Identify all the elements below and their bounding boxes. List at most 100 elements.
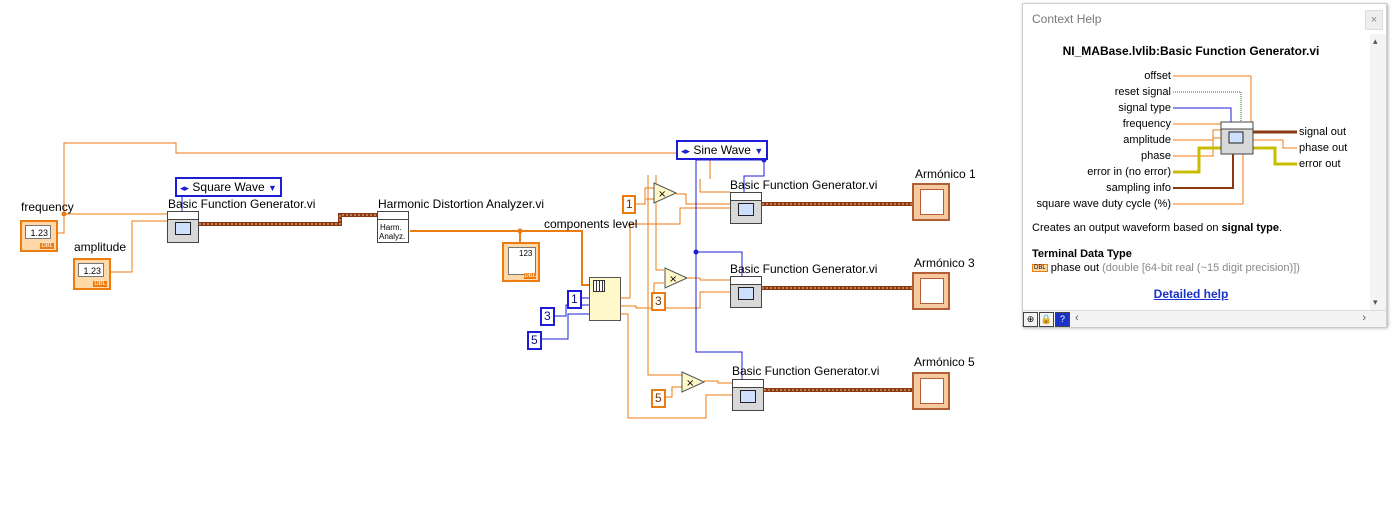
phase-out-type: DBL phase out (double [64-bit real (~15 … bbox=[1032, 262, 1300, 274]
wire-freq-mult5 bbox=[647, 175, 682, 376]
waveform-icon bbox=[740, 390, 756, 403]
index-const-5[interactable]: 5 bbox=[527, 331, 542, 350]
graph-icon bbox=[920, 278, 944, 304]
array-grid-icon bbox=[593, 280, 605, 292]
wire-freq-bfg2 bbox=[699, 179, 730, 193]
components-level-indicator[interactable]: 123 DBL bbox=[502, 242, 540, 282]
wire-bfg1-hda bbox=[199, 213, 378, 226]
graph-icon bbox=[920, 189, 944, 215]
wire-mult5-bfg4 bbox=[704, 380, 732, 384]
bfg3-node[interactable] bbox=[730, 276, 762, 308]
scroll-right-icon[interactable]: › bbox=[1362, 312, 1366, 324]
term-error-out: error out bbox=[1299, 158, 1341, 170]
arm1-graph-indicator[interactable] bbox=[912, 183, 950, 221]
bfg2-label: Basic Function Generator.vi bbox=[730, 178, 878, 192]
multiply-node-3[interactable]: × bbox=[664, 267, 688, 289]
arm5-graph-indicator[interactable] bbox=[912, 372, 950, 410]
context-help-description: Creates an output waveform based on sign… bbox=[1032, 222, 1283, 234]
context-help-window[interactable]: Context Help × NI_MABase.lvlib:Basic Fun… bbox=[1022, 3, 1387, 327]
bfg1-label: Basic Function Generator.vi bbox=[168, 197, 316, 211]
dbl-tag: DBL bbox=[1032, 264, 1048, 273]
waveform-icon bbox=[738, 203, 754, 216]
terminal-data-type-heading: Terminal Data Type bbox=[1032, 248, 1132, 260]
vertical-scrollbar[interactable]: ▴ ▾ bbox=[1370, 34, 1386, 310]
wire-sine-bfg3 bbox=[696, 251, 743, 278]
dbl-tag: DBL bbox=[93, 281, 107, 287]
svg-text:×: × bbox=[686, 378, 694, 389]
arm5-label: Armónico 5 bbox=[914, 355, 975, 369]
wire-bundle-bfg4 bbox=[620, 313, 732, 419]
multiply-node-1[interactable]: × bbox=[653, 182, 677, 204]
frequency-control[interactable]: 1.23 DBL bbox=[20, 220, 58, 252]
index-const-1[interactable]: 1 bbox=[567, 290, 582, 309]
junction-sine-bus bbox=[693, 249, 699, 255]
term-signal-type: signal type bbox=[1118, 102, 1171, 114]
chevron-down-icon: ▼ bbox=[754, 146, 764, 156]
wire-mult3-bfg3 bbox=[688, 277, 730, 281]
arm3-label: Armónico 3 bbox=[914, 256, 975, 270]
multiply-node-5[interactable]: × bbox=[681, 371, 705, 393]
term-signal-out: signal out bbox=[1299, 126, 1347, 138]
lock-icon[interactable]: ⊕ bbox=[1023, 312, 1038, 327]
increment-icon: ◂▸ bbox=[180, 183, 190, 193]
waveform-icon bbox=[175, 222, 191, 235]
wire-const1-mult bbox=[634, 187, 654, 205]
amplitude-control[interactable]: 1.23 DBL bbox=[73, 258, 111, 290]
hda-node[interactable]: Harm. Analyz. bbox=[377, 211, 409, 243]
wire-sine-bus bbox=[695, 159, 764, 380]
square-wave-ring[interactable]: ◂▸ Square Wave ▼ bbox=[175, 177, 282, 197]
bfg4-node[interactable] bbox=[732, 379, 764, 411]
index-const-3[interactable]: 3 bbox=[540, 307, 555, 326]
scroll-down-icon[interactable]: ▾ bbox=[1373, 297, 1378, 307]
hda-label: Harmonic Distortion Analyzer.vi bbox=[378, 197, 545, 211]
mult-const-3[interactable]: 3 bbox=[651, 292, 666, 311]
arm3-graph-indicator[interactable] bbox=[912, 272, 950, 310]
term-sampling-info: sampling info bbox=[1106, 182, 1171, 194]
detailed-help-link[interactable]: Detailed help bbox=[1153, 287, 1229, 301]
term-offset: offset bbox=[1144, 70, 1171, 82]
wire-mult1-bfg2 bbox=[676, 193, 730, 205]
mult-const-5[interactable]: 5 bbox=[651, 389, 666, 408]
term-error-in: error in (no error) bbox=[1087, 166, 1171, 178]
horizontal-scrollbar[interactable]: ⊕ 🔒 ? ‹ › bbox=[1023, 310, 1386, 327]
hda-icon-line2: Analyz. bbox=[379, 232, 406, 241]
help-icon[interactable]: ? bbox=[1055, 312, 1070, 327]
waveform-icon bbox=[738, 287, 754, 300]
bfg2-node[interactable] bbox=[730, 192, 762, 224]
context-help-vi-name: NI_MABase.lvlib:Basic Function Generator… bbox=[1062, 44, 1320, 58]
sine-wave-ring[interactable]: ◂▸ Sine Wave ▼ bbox=[676, 140, 769, 160]
wire-components-level bbox=[410, 230, 590, 286]
scroll-left-icon[interactable]: ‹ bbox=[1075, 312, 1079, 324]
svg-text:×: × bbox=[669, 274, 677, 285]
close-icon[interactable]: × bbox=[1365, 10, 1383, 30]
connector-pane-diagram bbox=[1173, 75, 1297, 205]
bfg1-node[interactable] bbox=[167, 211, 199, 243]
graph-icon bbox=[920, 378, 944, 404]
wire-sine-type bbox=[743, 160, 765, 192]
term-frequency: frequency bbox=[1122, 118, 1171, 130]
scroll-up-icon[interactable]: ▴ bbox=[1373, 36, 1378, 46]
amplitude-label: amplitude bbox=[74, 240, 127, 254]
wire-freq-mult3 bbox=[655, 175, 664, 271]
mult-const-1[interactable]: 1 bbox=[622, 195, 636, 214]
components-level-label: components level bbox=[544, 217, 638, 231]
wire-bundle-bfg3 bbox=[620, 291, 730, 309]
arm1-label: Armónico 1 bbox=[915, 167, 976, 181]
junction-components bbox=[517, 228, 523, 234]
frequency-value: 1.23 bbox=[25, 225, 51, 239]
dbl-tag: DBL bbox=[524, 273, 536, 279]
array-value: 123 bbox=[519, 249, 533, 258]
context-help-title: Context Help bbox=[1032, 12, 1102, 26]
wire-const5-mult5 bbox=[664, 386, 682, 398]
term-phase: phase bbox=[1141, 150, 1171, 162]
term-phase-out: phase out bbox=[1299, 142, 1348, 154]
index-array-node[interactable] bbox=[589, 277, 621, 321]
bfg4-label: Basic Function Generator.vi bbox=[732, 364, 880, 378]
term-duty-cycle: square wave duty cycle (%) bbox=[1036, 198, 1172, 210]
dbl-tag: DBL bbox=[40, 243, 54, 249]
sine-wave-text: Sine Wave bbox=[693, 143, 751, 157]
wire-amplitude bbox=[110, 220, 168, 273]
hda-icon-line1: Harm. bbox=[380, 223, 402, 232]
padlock-icon[interactable]: 🔒 bbox=[1039, 312, 1054, 327]
amplitude-value: 1.23 bbox=[78, 263, 104, 277]
